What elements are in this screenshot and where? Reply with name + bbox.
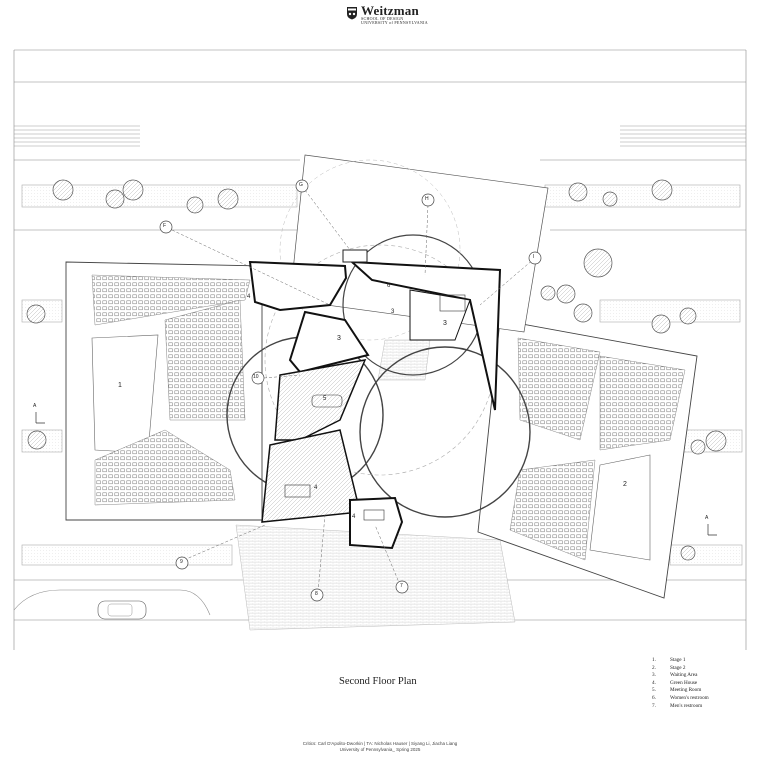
credits: Critics: Carl D'Apolito-Dworkin | TA: Ni… (0, 741, 760, 752)
stair-core (342, 249, 368, 263)
legend-num: 4. (652, 679, 656, 686)
legend-item: 2. Stage 2 (652, 665, 709, 673)
legend-num: 7. (652, 702, 656, 709)
legend-item: 7. Men's restroom (652, 703, 709, 711)
legend-num: 3. (652, 672, 656, 679)
legend-num: 2. (652, 664, 656, 671)
callout-8: 8 (315, 591, 318, 597)
legend-num: 1. (652, 657, 656, 663)
section-marker-right: A (705, 515, 709, 521)
callout-10: 10 (253, 374, 259, 380)
callout-h: H (425, 196, 429, 202)
room-number-stage1: 1 (118, 382, 122, 389)
room-number-womens: 6 (387, 283, 391, 289)
callout-i: I (533, 254, 535, 260)
legend-item: 1. Stage 1 (652, 657, 709, 665)
room-number-waiting-a: 3 (337, 335, 341, 342)
stage2-volume (477, 319, 698, 599)
legend-label: Meeting Room (670, 687, 702, 694)
legend-label: Women's restroom (670, 694, 709, 701)
room-number-meeting: 5 (323, 396, 327, 402)
section-marker-left: A (33, 403, 37, 409)
legend: 1. Stage 1 2. Stage 2 3. Waiting Area 4. Gre… (652, 657, 709, 710)
logo-subtitle-school: SCHOOL OF DESIGN (361, 16, 404, 21)
room-number-waiting-b: 3 (443, 320, 447, 327)
callout-9: 9 (180, 559, 183, 565)
penn-shield-icon (347, 7, 357, 20)
legend-label: Stage 2 (670, 664, 686, 671)
callout-leaders (171, 189, 536, 593)
credits-critics: Critics: Carl D'Apolito-Dworkin | TA: Ni… (302, 741, 458, 746)
credits-university: University of Pennsylvania_ Spring 2025 (339, 746, 421, 752)
legend-label: Stage 1 (670, 657, 686, 663)
room-number-green-b: 4 (314, 485, 318, 491)
room-number-green-c: 4 (352, 514, 356, 520)
legend-num: 5. (652, 687, 656, 694)
section-marker-icon (35, 412, 717, 536)
stage1-volume (65, 261, 263, 521)
room-number-stage2: 2 (623, 481, 627, 488)
furniture (284, 294, 466, 521)
logo-subtitle-university: UNIVERSITY of PENNSYLVANIA (361, 20, 428, 25)
trees (26, 179, 727, 561)
legend-item: 5. Meeting Room (652, 687, 709, 695)
legend-label: Men's restroom (670, 702, 703, 709)
legend-item: 4. Green House (652, 680, 709, 688)
legend-label: Waiting Area (670, 672, 698, 679)
legend-item: 3. Waiting Area (652, 672, 709, 680)
legend-num: 6. (652, 694, 656, 701)
logo-name: Weitzman (361, 3, 419, 18)
page-title: Second Floor Plan (339, 676, 417, 687)
callout-7: 7 (400, 583, 403, 589)
legend-label: Green House (670, 679, 698, 686)
room-number-green-a: 4 (247, 294, 251, 300)
callout-bubbles (159, 179, 542, 602)
callout-f: F (163, 223, 167, 229)
plaza-paving (235, 524, 516, 631)
core-building (248, 260, 502, 550)
callout-g: G (299, 182, 303, 188)
legend-item: 6. Women's restroom (652, 695, 709, 703)
room-number-waiting-c: 3 (391, 309, 395, 315)
